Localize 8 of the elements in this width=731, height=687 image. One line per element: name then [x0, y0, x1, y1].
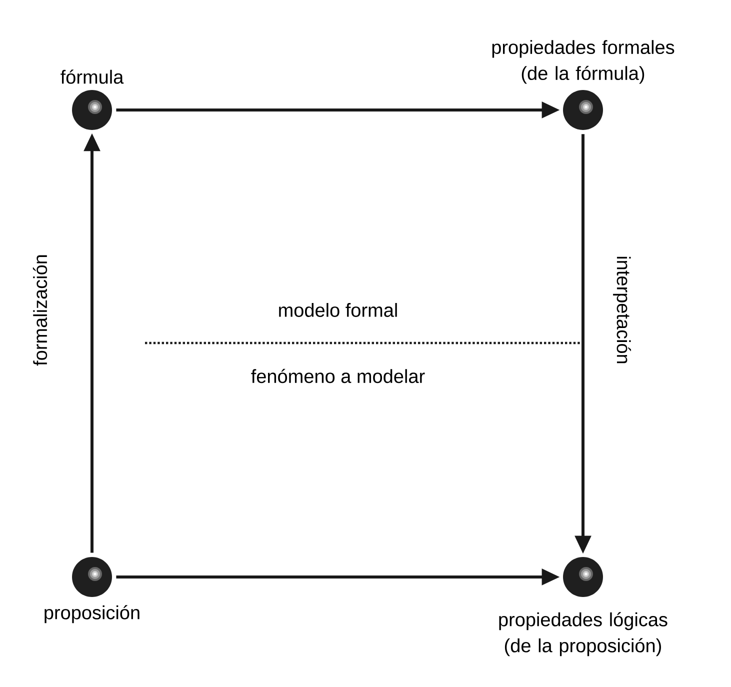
node-label: fórmula: [60, 70, 124, 84]
node-label: propiedades formales (de la fórmula): [492, 40, 674, 84]
node-label: propiedades lógicas (de la proposición): [499, 612, 668, 656]
region-label: fenómeno a modelar: [251, 368, 425, 384]
edge-label: formalización: [32, 255, 48, 366]
node-label: proposición: [44, 605, 140, 624]
region-label: modelo formal: [279, 303, 397, 317]
edge-label: interpetación: [613, 256, 631, 364]
